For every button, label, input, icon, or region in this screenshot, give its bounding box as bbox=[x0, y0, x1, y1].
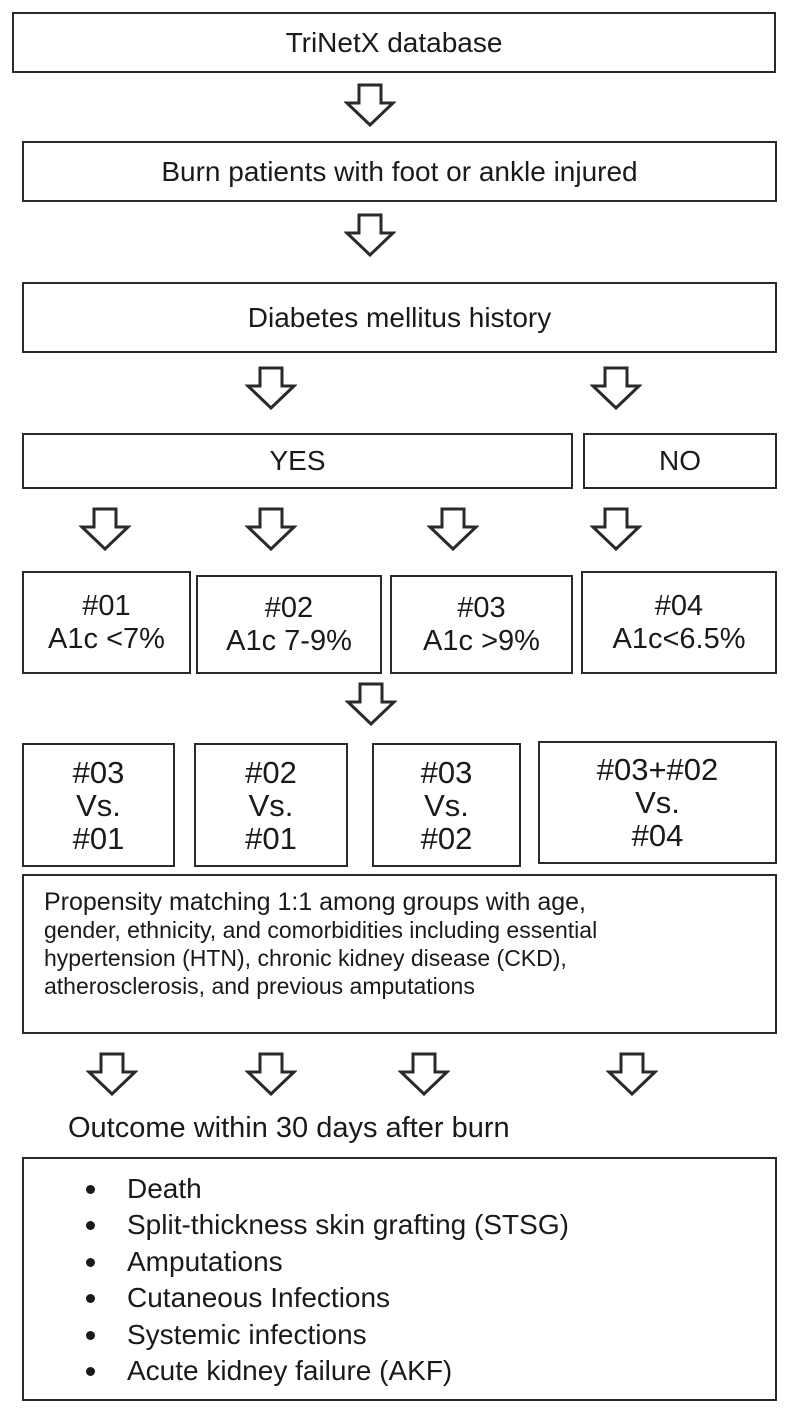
down-arrow-icon bbox=[86, 1052, 138, 1096]
yes-label: YES bbox=[269, 445, 326, 476]
outcome-item: Cutaneous Infections bbox=[86, 1280, 569, 1316]
outcome-list: Death Split-thickness skin grafting (STS… bbox=[86, 1171, 569, 1389]
group-criteria: A1c <7% bbox=[48, 622, 165, 655]
comparison-top: #03+#02 bbox=[596, 752, 719, 787]
database-label: TriNetX database bbox=[285, 26, 503, 58]
comparison-bottom: #01 bbox=[245, 820, 297, 856]
matching-line: atherosclerosis, and previous amputation… bbox=[44, 973, 475, 999]
no-label: NO bbox=[659, 445, 701, 476]
down-arrow-icon bbox=[79, 507, 131, 551]
group-id: #04 bbox=[654, 589, 704, 622]
outcome-item: Systemic infections bbox=[86, 1317, 569, 1353]
down-arrow-icon bbox=[245, 507, 297, 551]
comparison-vs: Vs. bbox=[76, 787, 121, 823]
group-box-04: #04 A1c<6.5% bbox=[581, 571, 777, 674]
comparison-top: #02 bbox=[245, 754, 297, 790]
comparison-box-3: #03 Vs. #02 bbox=[372, 743, 521, 867]
comparison-box-4: #03+#02 Vs. #04 bbox=[538, 741, 777, 864]
comparison-vs: Vs. bbox=[424, 787, 469, 823]
group-id: #01 bbox=[82, 589, 131, 622]
comparison-box-2: #02 Vs. #01 bbox=[194, 743, 348, 867]
group-criteria: A1c<6.5% bbox=[612, 622, 746, 655]
outcome-item: Split-thickness skin grafting (STSG) bbox=[86, 1207, 569, 1243]
history-label: Diabetes mellitus history bbox=[247, 301, 552, 333]
comparison-top: #03 bbox=[72, 754, 125, 790]
yes-box: YES bbox=[22, 433, 573, 489]
population-box: Burn patients with foot or ankle injured bbox=[22, 141, 777, 202]
comparison-bottom: #01 bbox=[72, 820, 125, 856]
down-arrow-icon bbox=[398, 1052, 450, 1096]
group-box-03: #03 A1c >9% bbox=[390, 575, 573, 674]
down-arrow-icon bbox=[245, 366, 297, 410]
down-arrow-icon bbox=[345, 682, 397, 726]
comparison-box-1: #03 Vs. #01 bbox=[22, 743, 175, 867]
outcome-title: Outcome within 30 days after burn bbox=[68, 1112, 510, 1144]
group-id: #03 bbox=[457, 591, 506, 624]
down-arrow-icon bbox=[344, 213, 396, 257]
group-box-01: #01 A1c <7% bbox=[22, 571, 191, 674]
down-arrow-icon bbox=[606, 1052, 658, 1096]
propensity-matching-box: Propensity matching 1:1 among groups wit… bbox=[22, 874, 777, 1034]
no-box: NO bbox=[583, 433, 777, 489]
comparison-bottom: #04 bbox=[631, 818, 684, 853]
outcome-item: Death bbox=[86, 1171, 569, 1207]
group-criteria: A1c 7-9% bbox=[226, 624, 352, 657]
matching-line: Propensity matching 1:1 among groups wit… bbox=[44, 888, 586, 916]
group-box-02: #02 A1c 7-9% bbox=[196, 575, 382, 674]
matching-line: gender, ethnicity, and comorbidities inc… bbox=[44, 917, 598, 943]
comparison-vs: Vs. bbox=[635, 785, 680, 820]
population-label: Burn patients with foot or ankle injured bbox=[161, 155, 638, 187]
outcome-box: Death Split-thickness skin grafting (STS… bbox=[22, 1157, 777, 1401]
down-arrow-icon bbox=[344, 83, 396, 127]
down-arrow-icon bbox=[590, 507, 642, 551]
matching-line: hypertension (HTN), chronic kidney disea… bbox=[44, 945, 567, 971]
comparison-top: #03 bbox=[420, 754, 473, 790]
database-box: TriNetX database bbox=[12, 12, 776, 73]
group-id: #02 bbox=[264, 591, 314, 624]
group-criteria: A1c >9% bbox=[423, 624, 540, 657]
comparison-bottom: #02 bbox=[420, 820, 473, 856]
down-arrow-icon bbox=[245, 1052, 297, 1096]
down-arrow-icon bbox=[427, 507, 479, 551]
outcome-item: Acute kidney failure (AKF) bbox=[86, 1353, 569, 1389]
comparison-vs: Vs. bbox=[248, 787, 294, 823]
down-arrow-icon bbox=[590, 366, 642, 410]
history-box: Diabetes mellitus history bbox=[22, 282, 777, 353]
outcome-item: Amputations bbox=[86, 1244, 569, 1280]
